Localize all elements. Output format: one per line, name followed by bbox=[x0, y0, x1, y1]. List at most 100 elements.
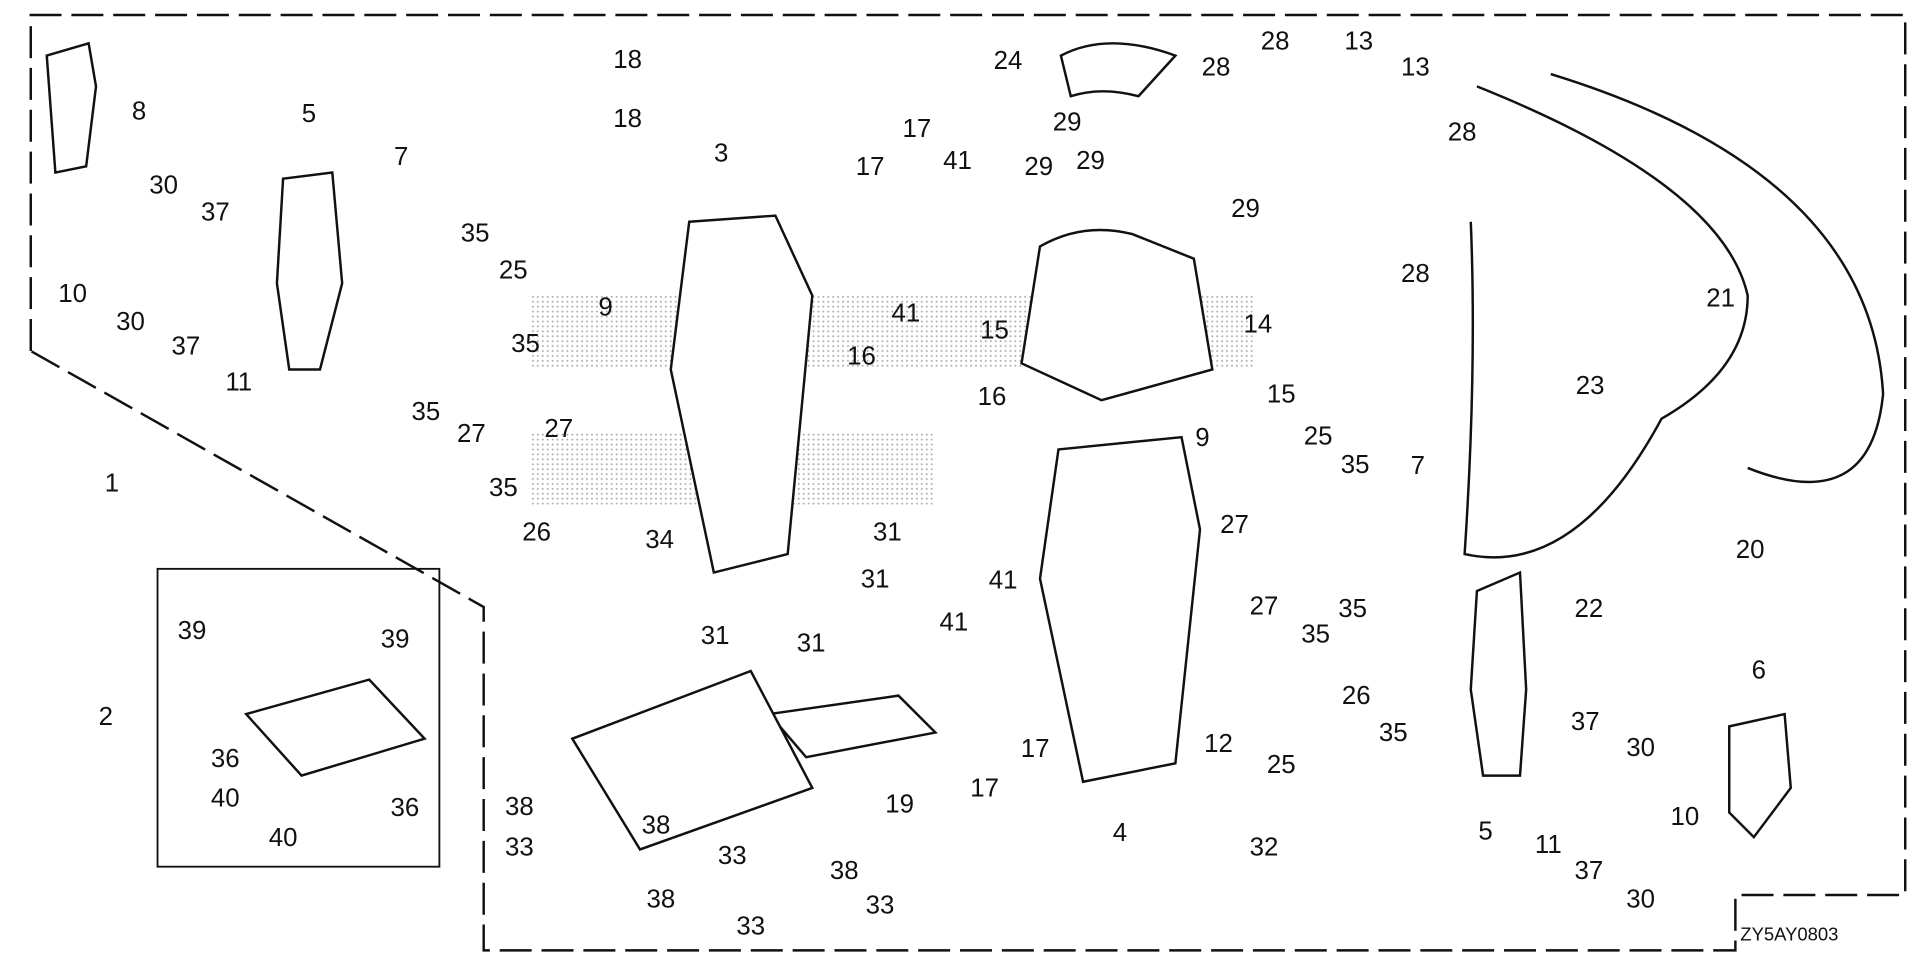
callout-25: 25 bbox=[499, 256, 528, 284]
callout-17: 17 bbox=[903, 115, 932, 143]
callout-26: 26 bbox=[1342, 682, 1371, 710]
callout-33: 33 bbox=[718, 842, 747, 870]
callout-35: 35 bbox=[411, 398, 440, 426]
part-harness-21 bbox=[1550, 72, 1885, 484]
callout-35: 35 bbox=[1341, 451, 1370, 479]
part-harness-22 bbox=[1463, 85, 1749, 559]
part-remote-control-body-4 bbox=[1038, 435, 1202, 784]
callout-31: 31 bbox=[873, 519, 902, 547]
callout-37: 37 bbox=[1571, 708, 1600, 736]
callout-19: 19 bbox=[885, 791, 914, 819]
callout-28: 28 bbox=[1261, 27, 1290, 55]
part-handle-8 bbox=[45, 41, 98, 175]
callout-8: 8 bbox=[132, 98, 146, 126]
callout-37: 37 bbox=[171, 333, 200, 361]
callout-4: 4 bbox=[1113, 819, 1127, 847]
callout-30: 30 bbox=[1626, 885, 1655, 913]
callout-34: 34 bbox=[645, 526, 674, 554]
callout-25: 25 bbox=[1304, 423, 1333, 451]
callout-7: 7 bbox=[1411, 452, 1425, 480]
part-plate-19 bbox=[766, 694, 938, 759]
callout-2: 2 bbox=[99, 703, 113, 731]
callout-38: 38 bbox=[830, 857, 859, 885]
callout-20: 20 bbox=[1736, 536, 1765, 564]
callout-35: 35 bbox=[461, 219, 490, 247]
callout-9: 9 bbox=[1195, 424, 1209, 452]
callout-41: 41 bbox=[939, 608, 968, 636]
assembly-boundary bbox=[29, 13, 1907, 952]
part-handle-6 bbox=[1728, 712, 1793, 840]
callout-5: 5 bbox=[302, 100, 316, 128]
callout-27: 27 bbox=[1220, 511, 1249, 539]
callout-38: 38 bbox=[642, 811, 671, 839]
callout-41: 41 bbox=[891, 299, 920, 327]
callout-13: 13 bbox=[1401, 53, 1430, 81]
part-remote-control-body-3 bbox=[669, 214, 814, 575]
callout-23: 23 bbox=[1576, 372, 1605, 400]
callout-35: 35 bbox=[1379, 719, 1408, 747]
callout-10: 10 bbox=[1671, 803, 1700, 831]
callout-21: 21 bbox=[1706, 285, 1735, 313]
callout-29: 29 bbox=[1231, 195, 1260, 223]
part-spacer-box-2 bbox=[243, 678, 427, 778]
callout-16: 16 bbox=[978, 383, 1007, 411]
callout-5: 5 bbox=[1478, 818, 1492, 846]
callout-39: 39 bbox=[381, 626, 410, 654]
callout-30: 30 bbox=[1626, 734, 1655, 762]
callout-29: 29 bbox=[1076, 147, 1105, 175]
callout-31: 31 bbox=[701, 622, 730, 650]
callout-35: 35 bbox=[1301, 621, 1330, 649]
callout-36: 36 bbox=[211, 745, 240, 773]
drawing-code: ZY5AY0803 bbox=[1740, 924, 1838, 945]
callout-37: 37 bbox=[1575, 857, 1604, 885]
callout-11: 11 bbox=[225, 368, 252, 396]
callout-13: 13 bbox=[1344, 27, 1373, 55]
callout-22: 22 bbox=[1575, 595, 1604, 623]
callout-39: 39 bbox=[178, 617, 207, 645]
subassembly-box-2 bbox=[156, 567, 441, 868]
part-lever-5-left bbox=[275, 171, 344, 371]
callout-17: 17 bbox=[856, 153, 885, 181]
callout-18: 18 bbox=[613, 105, 642, 133]
callout-30: 30 bbox=[149, 171, 178, 199]
callout-6: 6 bbox=[1752, 656, 1766, 684]
callout-28: 28 bbox=[1448, 119, 1477, 147]
callout-18: 18 bbox=[613, 46, 642, 74]
callout-26: 26 bbox=[522, 519, 551, 547]
callout-27: 27 bbox=[544, 415, 573, 443]
part-cover-24 bbox=[1059, 42, 1178, 98]
callout-40: 40 bbox=[269, 824, 298, 852]
callout-7: 7 bbox=[394, 143, 408, 171]
callout-33: 33 bbox=[505, 834, 534, 862]
callout-25: 25 bbox=[1267, 751, 1296, 779]
callout-41: 41 bbox=[943, 147, 972, 175]
callout-29: 29 bbox=[1024, 153, 1053, 181]
callout-1: 1 bbox=[105, 469, 119, 497]
part-shapes bbox=[45, 41, 1885, 851]
callout-40: 40 bbox=[211, 784, 240, 812]
callout-3: 3 bbox=[714, 139, 728, 167]
callout-38: 38 bbox=[647, 885, 676, 913]
callout-17: 17 bbox=[970, 775, 999, 803]
callout-27: 27 bbox=[457, 420, 486, 448]
callout-15: 15 bbox=[980, 317, 1009, 345]
part-gasket bbox=[570, 669, 815, 851]
callout-28: 28 bbox=[1401, 260, 1430, 288]
callout-11: 11 bbox=[1535, 831, 1562, 859]
callout-10: 10 bbox=[58, 280, 87, 308]
callout-31: 31 bbox=[861, 565, 890, 593]
part-lever-5-right bbox=[1469, 570, 1528, 777]
callout-41: 41 bbox=[989, 567, 1018, 595]
callout-12: 12 bbox=[1204, 730, 1233, 758]
callout-28: 28 bbox=[1202, 53, 1231, 81]
callout-17: 17 bbox=[1021, 735, 1050, 763]
callout-31: 31 bbox=[797, 629, 826, 657]
callout-33: 33 bbox=[736, 912, 765, 940]
callout-35: 35 bbox=[489, 474, 518, 502]
callout-9: 9 bbox=[598, 293, 612, 321]
callout-37: 37 bbox=[201, 199, 230, 227]
callout-15: 15 bbox=[1267, 381, 1296, 409]
callout-14: 14 bbox=[1243, 311, 1272, 339]
